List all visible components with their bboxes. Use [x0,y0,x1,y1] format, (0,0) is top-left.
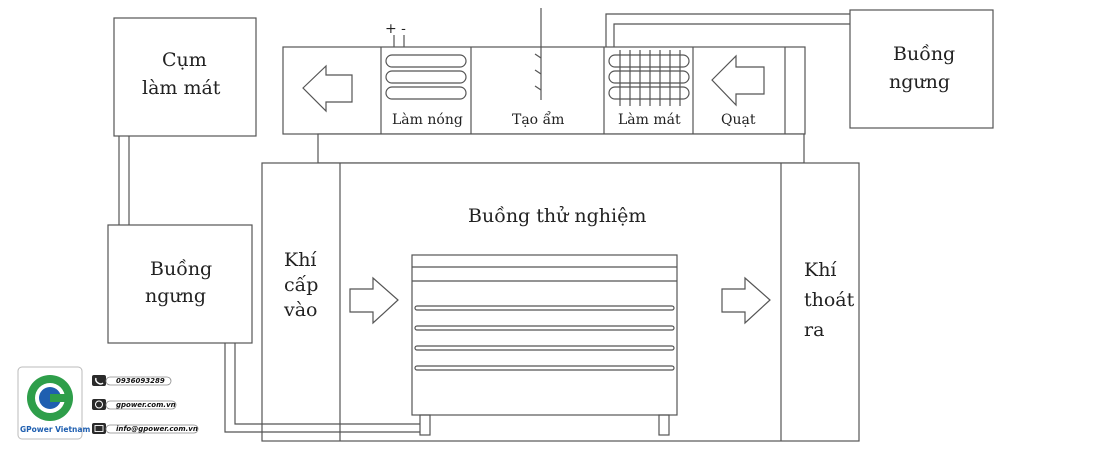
contact-email[interactable]: info@gpower.com.vn [92,423,199,434]
heater-coil-icon [385,35,467,100]
outlet-arrow-left [302,64,353,113]
exhaust-arrow-icon [721,276,771,325]
label-khi-thoat-ra-1: Khí [804,259,837,281]
label-buong-ngung-left-2: ngưng [145,285,206,307]
label-quat: Quạt [721,112,756,128]
globe-icon [95,400,103,409]
label-cum-lam-mat-1: Cụm [162,49,207,71]
label-khi-cap-vao-1: Khí [284,249,317,271]
supply-duct [317,133,805,164]
label-tao-am: Tạo ẩm [512,110,564,128]
inlet-arrow-icon [349,276,399,325]
label-buong-ngung-right-2: ngưng [889,71,950,93]
polarity-label: + - [385,21,406,37]
cooling-unit-box [113,17,257,137]
label-khi-cap-vao-3: vào [283,299,318,321]
label-lam-nong: Làm nóng [392,111,463,128]
label-khi-thoat-ra-3: ra [804,319,824,341]
fan-arrow-icon [711,54,765,107]
phone-icon [95,377,104,385]
condenser-left-box [107,224,253,344]
contact-website[interactable]: gpower.com.vn [92,399,177,410]
label-buong-thu-nghiem: Buồng thử nghiệm [468,205,646,227]
cooling-coil-icon [608,50,690,106]
contact-phone[interactable]: 0936093289 [92,375,172,386]
mail-icon [94,425,104,432]
label-buong-ngung-left-1: Buồng [150,258,212,280]
email-text: info@gpower.com.vn [116,425,198,433]
specimen-rack [411,254,678,436]
website-text: gpower.com.vn [116,401,176,409]
phone-text: 0936093289 [116,377,165,385]
label-khi-thoat-ra-2: thoát [804,289,855,311]
label-cum-lam-mat-2: làm mát [142,77,221,99]
label-buong-ngung-right-1: Buồng [893,43,955,65]
humidifier-icon [534,8,542,100]
company-logo: GPower Vietnam [17,366,90,440]
brand-name: GPower Vietnam [20,425,90,434]
condenser-right-box [849,9,994,129]
label-lam-mat: Làm mát [618,111,681,128]
label-khi-cap-vao-2: cấp [284,274,318,296]
air-handler-housing [282,46,806,135]
